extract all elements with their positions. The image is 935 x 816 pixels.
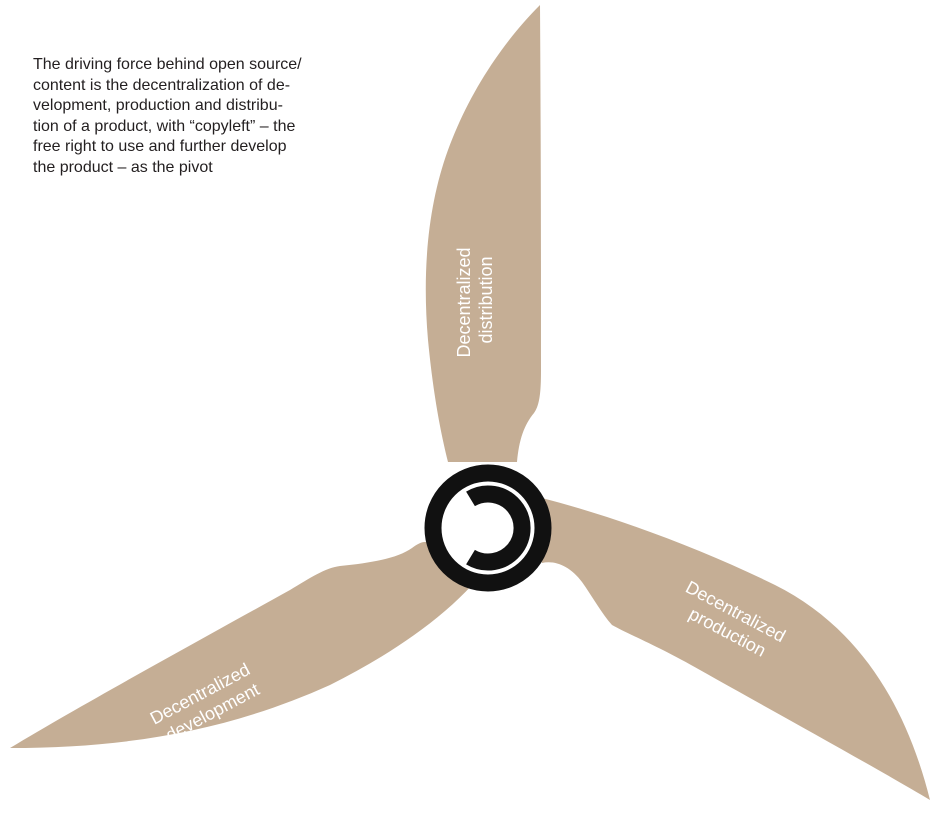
caption-line: velopment, production and distribu- <box>33 97 283 114</box>
blade-production <box>538 497 930 800</box>
blade-development <box>10 541 472 748</box>
label-distribution-line1: Decentralized <box>454 247 474 357</box>
label-distribution: Decentralized distribution <box>454 242 496 357</box>
description-caption: The driving force behind open source/ co… <box>33 55 393 178</box>
blade-distribution <box>425 5 541 462</box>
caption-line: the product – as the pivot <box>33 158 213 176</box>
caption-line: The driving force behind open source/ <box>33 56 302 73</box>
caption-line: free right to use and further develop <box>33 138 287 155</box>
copyleft-icon <box>424 464 552 592</box>
caption-line: content is the decentralization of de- <box>33 76 291 94</box>
caption-line: tion of a product, with “copyleft” – the <box>33 117 296 135</box>
label-distribution-line2: distribution <box>476 256 496 343</box>
